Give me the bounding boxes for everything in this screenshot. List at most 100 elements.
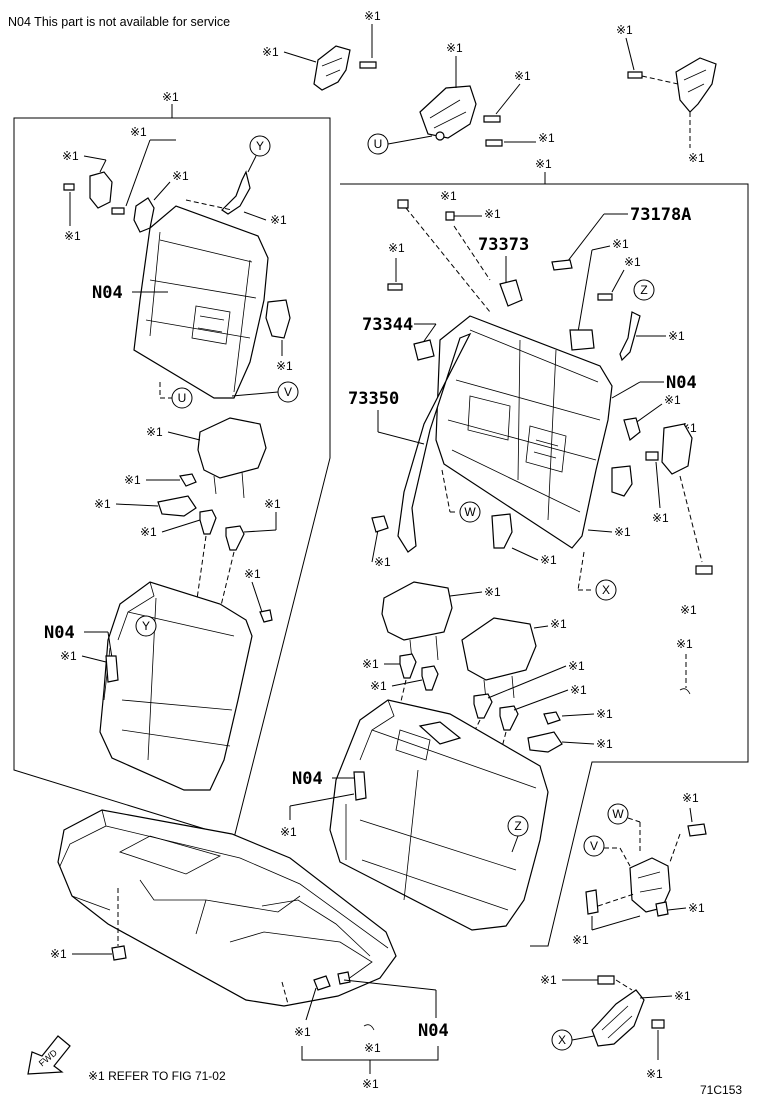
top-right-bracket — [627, 57, 717, 113]
ref-left-cap: ※1 — [124, 473, 141, 487]
ref-right-guide-screw: ※1 — [652, 511, 669, 525]
ref-top-center-hinge: ※1 — [446, 41, 463, 55]
svg-text:Z: Z — [640, 283, 647, 297]
right-seatback-cover — [329, 699, 549, 931]
pn-n04-right-cover: N04 — [292, 769, 323, 789]
ref-right-cover-tag: ※1 — [280, 825, 297, 839]
ref-top-left-bracket: ※1 — [262, 45, 279, 59]
connector-y-left: Y — [135, 615, 157, 637]
ref-right-screw-low: ※1 — [680, 603, 697, 617]
connector-u-top: U — [367, 133, 389, 155]
lower-hinge-bracket — [629, 823, 707, 917]
top-left-bracket — [313, 45, 377, 91]
ref-right-cap: ※1 — [596, 707, 613, 721]
ref-lower-hinge-screw: ※1 — [572, 933, 589, 947]
rear-seat-cushion — [57, 809, 397, 1007]
left-headrest — [197, 417, 267, 499]
ref-left-bezel: ※1 — [94, 497, 111, 511]
ref-right-sleeve-2: ※1 — [370, 679, 387, 693]
right-sleeve-4 — [499, 705, 519, 731]
lower-seat-bracket — [591, 989, 665, 1047]
ref-left-frame-pad: ※1 — [276, 359, 293, 373]
pn-73373: 73373 — [478, 235, 529, 255]
pn-n04-left-frame: N04 — [92, 283, 123, 303]
ref-cushion-left: ※1 — [50, 947, 67, 961]
ref-right-upper-a: ※1 — [612, 237, 629, 251]
right-bezel — [527, 731, 563, 753]
connector-x-lower: X — [551, 1029, 573, 1051]
ref-right-headrest-center: ※1 — [550, 617, 567, 631]
connector-v-lower: V — [583, 835, 605, 857]
svg-text:W: W — [464, 505, 476, 519]
svg-text:X: X — [558, 1033, 566, 1047]
right-sleeve-2 — [421, 665, 439, 691]
ref-cushion-clip: ※1 — [364, 1041, 381, 1055]
ref-right-pad-2: ※1 — [540, 553, 557, 567]
header-note: N04 This part is not available for servi… — [8, 15, 230, 29]
ref-right-nut: ※1 — [374, 555, 391, 569]
svg-text:U: U — [374, 137, 383, 151]
connector-z-cover: Z — [507, 815, 529, 837]
ref-right-headrest-outer: ※1 — [484, 585, 501, 599]
seat-belt-assembly — [397, 279, 523, 553]
footer-note: ※1 REFER TO FIG 71-02 — [88, 1069, 226, 1083]
svg-text:Z: Z — [514, 819, 521, 833]
connector-v-left: V — [277, 381, 299, 403]
ref-bottom-bracket-bolt: ※1 — [540, 973, 557, 987]
left-guide-sleeve-1 — [199, 509, 217, 535]
ref-right-bezel: ※1 — [596, 737, 613, 751]
right-cap — [543, 711, 561, 725]
right-sleeve-1 — [399, 653, 417, 679]
pn-n04-right-frame: N04 — [666, 373, 697, 393]
ref-left-headrest: ※1 — [146, 425, 163, 439]
svg-text:Y: Y — [256, 139, 264, 153]
svg-text:V: V — [284, 385, 292, 399]
connector-u-left: U — [171, 387, 193, 409]
ref-right-upper-b: ※1 — [624, 255, 641, 269]
left-bezel — [157, 495, 197, 517]
right-headrest-center — [461, 617, 537, 701]
ref-left-cover-tag: ※1 — [60, 649, 77, 663]
ref-left-screw: ※1 — [64, 229, 81, 243]
left-seatback-cover — [99, 581, 253, 791]
connector-z-right: Z — [633, 279, 655, 301]
ref-cushion-center: ※1 — [294, 1025, 311, 1039]
connector-w-lower: W — [607, 803, 629, 825]
left-seatback-frame — [133, 205, 291, 399]
svg-text:V: V — [590, 839, 598, 853]
right-headrest-guide — [661, 423, 693, 475]
ref-bottom-bracket: ※1 — [674, 989, 691, 1003]
right-headrest-outer — [381, 581, 453, 661]
ref-right-hinge-a: ※1 — [664, 393, 681, 407]
ref-top-center-bolt-2: ※1 — [538, 131, 555, 145]
ref-left-group: ※1 — [162, 90, 179, 104]
left-cover-tag — [105, 655, 119, 683]
ref-bottom-bracket-screw: ※1 — [646, 1067, 663, 1081]
ref-left-clip: ※1 — [130, 125, 147, 139]
pn-n04-cushion: N04 — [418, 1021, 449, 1041]
svg-text:U: U — [178, 391, 187, 405]
ref-lower-hinge-bolt: ※1 — [682, 791, 699, 805]
ref-right-clip: ※1 — [484, 207, 501, 221]
connector-x-right: X — [595, 579, 617, 601]
left-latch-clip — [111, 197, 155, 233]
ref-right-group: ※1 — [535, 157, 552, 171]
svg-text:X: X — [602, 583, 610, 597]
left-group-boundary — [13, 117, 331, 839]
ref-right-lower-pad: ※1 — [614, 525, 631, 539]
ref-lower-hinge: ※1 — [688, 901, 705, 915]
ref-right-clip-far: ※1 — [676, 637, 693, 651]
top-center-hinge — [419, 85, 503, 147]
ref-right-bolt-top: ※1 — [440, 189, 457, 203]
connector-y-top: Y — [249, 135, 271, 157]
ref-left-guide: ※1 — [62, 149, 79, 163]
ref-right-sleeve-1: ※1 — [362, 657, 379, 671]
right-group-boundary — [340, 183, 749, 947]
ref-top-left-bolt: ※1 — [364, 9, 381, 23]
figure-code: 71C153 — [700, 1083, 742, 1097]
ref-right-wire: ※1 — [668, 329, 685, 343]
ref-right-sleeve-3: ※1 — [568, 659, 585, 673]
ref-left-sleeve-2: ※1 — [264, 497, 281, 511]
ref-right-sleeve-4: ※1 — [570, 683, 587, 697]
